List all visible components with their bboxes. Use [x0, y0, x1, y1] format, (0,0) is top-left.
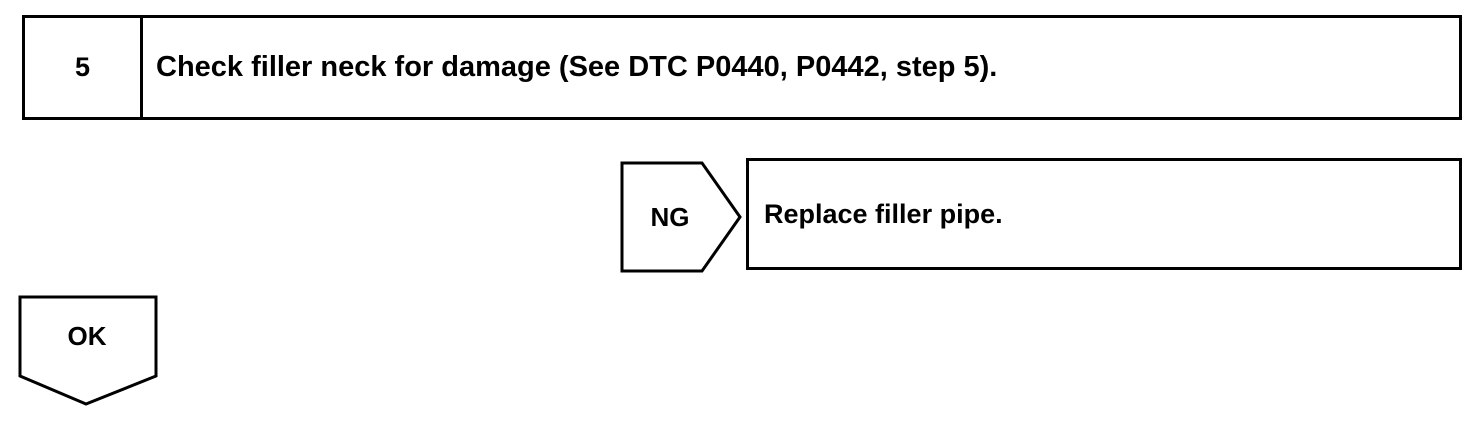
ok-label: OK	[67, 320, 107, 351]
ng-action-text: Replace filler pipe.	[764, 198, 1003, 229]
step-instruction: Check filler neck for damage (See DTC P0…	[156, 51, 998, 83]
step-box: 5 Check filler neck for damage (See DTC …	[22, 15, 1462, 120]
step-number: 5	[25, 18, 143, 117]
ng-label: NG	[650, 201, 690, 232]
ng-action-box: Replace filler pipe.	[746, 158, 1462, 270]
